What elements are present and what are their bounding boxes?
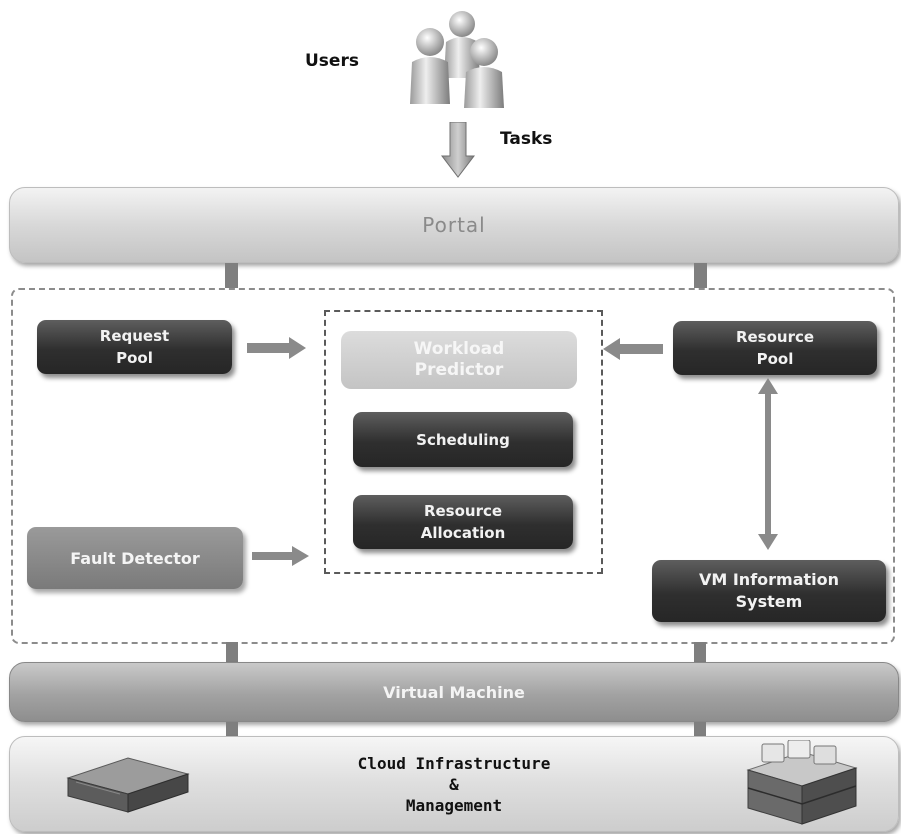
cloud-line3: Management [405,795,503,815]
request-pool-box: Request Pool [37,320,232,374]
virtual-machine-label: Virtual Machine [383,682,525,702]
cloud-line1: Cloud Infrastructure [357,753,551,773]
tasks-arrow [440,121,476,178]
vm-connector-left [226,642,238,662]
pool-vm-double-arrow [756,378,780,550]
allocation-line1: Resource [423,502,503,520]
cloud-connector-right [694,722,706,736]
portal-label: Portal [422,213,486,237]
management-layer-frame [11,288,895,644]
fault-arrow [252,545,310,567]
vm-information-system-box: VM Information System [652,560,886,622]
storage-icon [742,739,860,826]
resource-pool-line1: Resource [735,328,815,346]
virtual-machine-bar: Virtual Machine [9,662,899,722]
vm-connector-right [694,642,706,662]
fault-detector-box: Fault Detector [27,527,243,589]
request-pool-line1: Request [99,327,170,345]
tasks-label: Tasks [500,129,553,149]
resource-pool-arrow [602,337,664,361]
scheduling-box: Scheduling [353,412,573,467]
cloud-line2: & [449,774,459,794]
request-arrow [247,336,307,360]
scheduling-label: Scheduling [416,430,510,449]
workload-line2: Predictor [414,360,504,380]
users-label: Users [305,51,359,71]
resource-pool-box: Resource Pool [673,321,877,375]
resource-allocation-box: Resource Allocation [353,495,573,549]
allocation-line2: Allocation [420,524,506,542]
workload-predictor-box: Workload Predictor [341,331,577,389]
vm-info-line1: VM Information [698,570,840,589]
request-pool-line2: Pool [116,349,153,367]
vm-info-line2: System [735,592,803,611]
users-icon [400,8,510,108]
cloud-connector-left [226,722,238,736]
workload-line1: Workload [413,339,505,359]
portal-connector-left [225,263,238,288]
portal-bar: Portal [9,187,899,263]
server-icon [66,752,190,814]
resource-pool-line2: Pool [756,350,794,368]
fault-detector-label: Fault Detector [70,548,200,568]
portal-connector-right [694,263,707,288]
scheduler-frame [324,310,603,574]
